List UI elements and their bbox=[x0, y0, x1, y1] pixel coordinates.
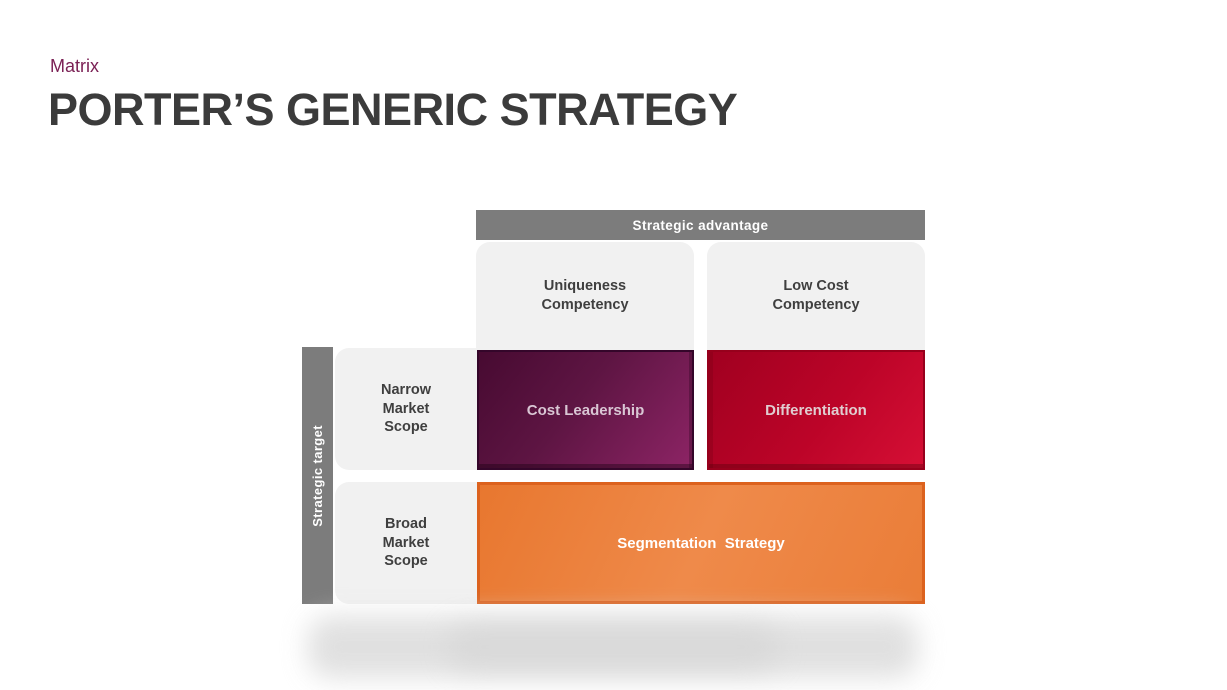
row-axis-bar: Strategic target bbox=[302, 347, 333, 604]
cell-label: Differentiation bbox=[765, 401, 867, 419]
column-header-label: Uniqueness Competency bbox=[541, 278, 629, 313]
row-header-narrow-market-scope: Narrow Market Scope bbox=[335, 348, 477, 470]
cell-cost-leadership: Cost Leadership bbox=[477, 350, 694, 470]
row-header-label: Broad Market Scope bbox=[382, 516, 430, 570]
reflection-blur-layer bbox=[308, 616, 918, 678]
matrix-reflection-shadow bbox=[298, 610, 928, 682]
cell-label: Segmentation Strategy bbox=[617, 534, 785, 552]
row-header-label: Narrow Market Scope bbox=[381, 382, 431, 436]
page-title: PORTER’S GENERIC STRATEGY bbox=[48, 84, 738, 135]
column-header-uniqueness-competency: Uniqueness Competency bbox=[476, 242, 694, 350]
row-header-broad-market-scope: Broad Market Scope bbox=[335, 482, 477, 604]
column-axis-label: Strategic advantage bbox=[632, 217, 769, 233]
row-axis-label: Strategic target bbox=[310, 424, 325, 527]
cell-segmentation-strategy: Segmentation Strategy bbox=[477, 482, 925, 604]
cell-differentiation: Differentiation bbox=[707, 350, 925, 470]
column-axis-bar: Strategic advantage bbox=[476, 210, 925, 240]
column-header-label: Low Cost Competency bbox=[772, 278, 860, 313]
column-header-low-cost-competency: Low Cost Competency bbox=[707, 242, 925, 350]
cell-label: Cost Leadership bbox=[526, 401, 645, 419]
slide-kicker: Matrix bbox=[50, 56, 99, 76]
reflection-blur-layer bbox=[448, 624, 778, 670]
